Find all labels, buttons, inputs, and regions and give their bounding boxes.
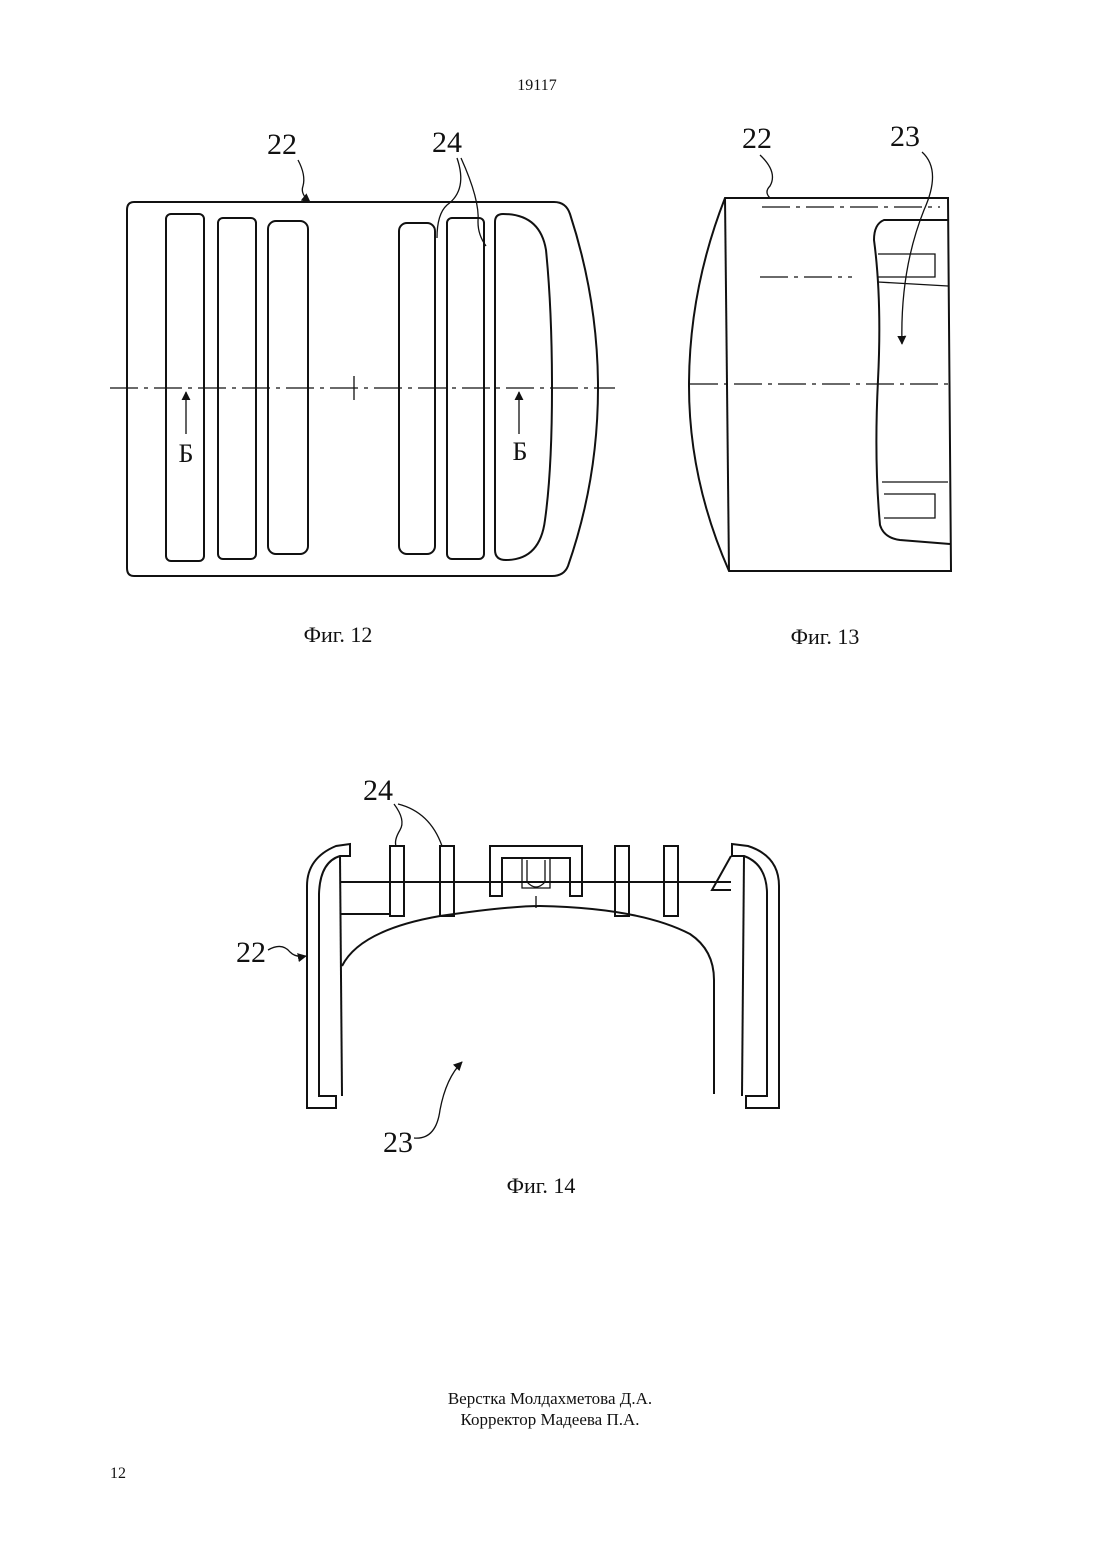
fig14-right-wall-hatched (732, 844, 779, 1108)
fig13-label-cavity: 23 (890, 120, 920, 153)
fig14-right-wall-inner (742, 856, 744, 1096)
fig14-leader-cavity (414, 1062, 462, 1138)
fig13-leader-cavity (902, 152, 933, 344)
fig14-leader-part (268, 946, 306, 956)
fig13-label-part: 22 (742, 122, 772, 155)
fig13-cavity-detail-top (878, 254, 948, 286)
fig13-caption: Фиг. 13 (791, 624, 860, 649)
fig12-leader-ribs-1 (437, 158, 461, 238)
fig14-arch (342, 906, 714, 1094)
fig13-leader-part (760, 155, 772, 198)
credit-proofreader: Корректор Мадеева П.А. (0, 1409, 1100, 1430)
fig14-label-cavity: 23 (383, 1126, 413, 1159)
fig14-label-part: 22 (236, 936, 266, 969)
fig12-outline (127, 202, 598, 576)
fig12-caption: Фиг. 12 (304, 622, 373, 647)
fig12-label-ribs: 24 (432, 126, 462, 159)
fig14-leader-ribs-2 (398, 804, 442, 846)
fig14-boss-inner (522, 858, 550, 888)
credit-layout: Верстка Молдахметова Д.А. (0, 1388, 1100, 1409)
document-number: 19117 (517, 77, 556, 94)
fig13-cavity-detail-bottom (882, 482, 948, 518)
fig14-label-ribs: 24 (363, 774, 393, 807)
credits-block: Верстка Молдахметова Д.А. Корректор Маде… (0, 1388, 1100, 1430)
fig14-leader-ribs-1 (394, 804, 402, 846)
fig13-cavity-outline (874, 220, 950, 544)
page-number: 12 (110, 1465, 126, 1482)
figure-14: 24 22 23 Фиг. 14 (236, 774, 779, 1198)
section-label-left: Б (179, 439, 194, 468)
figure-13: 22 23 Фиг. 13 (689, 120, 951, 649)
fig14-left-wall-hatched (307, 844, 350, 1108)
fig14-left-wall-inner (340, 856, 342, 1096)
figure-12: Б Б 22 24 Фиг. 12 (110, 126, 615, 647)
fig14-caption: Фиг. 14 (507, 1173, 576, 1198)
fig12-leader-part (298, 160, 310, 202)
fig12-label-part: 22 (267, 128, 297, 161)
section-label-right: Б (513, 437, 528, 466)
fig14-right-wall-chamfer (712, 856, 731, 890)
